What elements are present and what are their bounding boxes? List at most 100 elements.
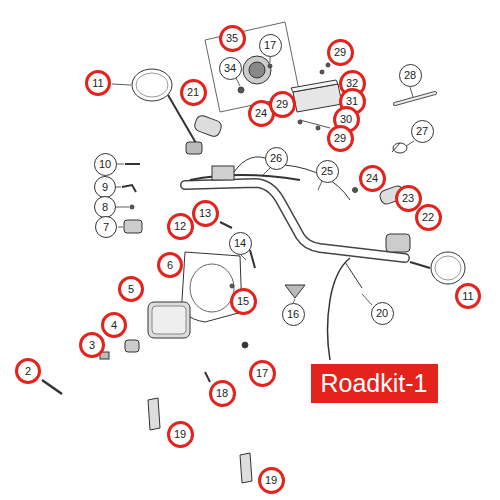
- callout-circle: 3: [79, 332, 105, 358]
- callout-circle: 7: [95, 216, 117, 238]
- part-9: [122, 185, 136, 192]
- headlight-lens: [152, 306, 186, 334]
- callout-number: 15: [237, 296, 249, 307]
- callout-circle: 35: [219, 25, 246, 52]
- handlebar-fill: [185, 183, 405, 258]
- callout-number: 28: [404, 70, 416, 81]
- callout-number: 27: [416, 126, 428, 137]
- callout-number: 26: [270, 153, 282, 164]
- callout-circle: 8: [94, 196, 116, 218]
- callout-circle: 27: [411, 120, 434, 143]
- callout-number: 22: [422, 212, 434, 223]
- bucket-ring: [190, 264, 234, 312]
- callout-circle: 12: [167, 213, 194, 240]
- callout-circle: 28: [399, 64, 422, 87]
- screw: [316, 126, 320, 130]
- mirror-glass: [435, 256, 461, 280]
- callout-number: 3: [89, 340, 95, 351]
- callout-number: 30: [340, 114, 352, 125]
- left-switch: [193, 114, 223, 138]
- strap-30: [300, 120, 330, 128]
- bracket-19: [240, 453, 252, 483]
- callout-circle: 18: [209, 380, 236, 407]
- callout-circle: 19: [258, 467, 285, 494]
- callout-circle: 11: [85, 70, 111, 96]
- callout-circle: 22: [415, 204, 442, 231]
- handlebar: [185, 183, 405, 258]
- callout-number: 29: [334, 47, 346, 58]
- callout-number: 11: [462, 291, 473, 302]
- part-16: [285, 285, 305, 298]
- mirror-glass: [136, 73, 168, 97]
- callout-circle: 15: [230, 288, 257, 315]
- callout-number: 29: [276, 99, 288, 110]
- bulb: [125, 340, 139, 352]
- callout-number: 32: [346, 78, 358, 89]
- callout-number: 24: [366, 173, 378, 184]
- callout-circle: 10: [94, 153, 117, 176]
- bar-28: [395, 93, 435, 104]
- nut: [238, 87, 244, 93]
- pin-13: [220, 222, 232, 228]
- horn-center: [249, 62, 265, 78]
- clamp-27: [393, 143, 407, 153]
- callout-number: 24: [255, 108, 267, 119]
- screw: [326, 63, 330, 67]
- clamp-27-tab: [392, 143, 400, 152]
- headlight: [148, 302, 190, 338]
- callout-number: 29: [334, 133, 346, 144]
- callout-number: 16: [287, 309, 299, 320]
- callout-circle: 13: [192, 200, 219, 227]
- callout-number: 21: [187, 87, 199, 98]
- callout-number: 8: [102, 202, 108, 213]
- horn-plate: [205, 22, 300, 112]
- callout-circle: 6: [157, 252, 183, 278]
- callout-circle: 9: [94, 176, 116, 198]
- callout-number: 9: [102, 182, 108, 193]
- cable-20-end: [345, 262, 362, 288]
- mirror-left: [132, 69, 172, 101]
- cable-20: [328, 258, 351, 360]
- callout-number: 19: [265, 475, 277, 486]
- callout-number: 7: [103, 222, 109, 233]
- callout-circle: 19: [167, 421, 194, 448]
- callout-circle: 17: [259, 34, 282, 57]
- screw-14: [250, 250, 255, 268]
- switch-7: [124, 220, 142, 233]
- screw-10: [125, 163, 140, 165]
- callout-number: 13: [199, 208, 211, 219]
- mirror-right: [431, 252, 465, 284]
- callout-circle: 5: [118, 276, 144, 302]
- horn: [243, 56, 271, 84]
- nut: [268, 64, 272, 68]
- brake-lever: [190, 175, 300, 180]
- callout-number: 12: [174, 221, 186, 232]
- kit-label-box: Roadkit-1: [311, 364, 438, 403]
- headlight-bucket: [182, 252, 242, 322]
- washer-8: [130, 205, 134, 209]
- callout-circle: 23: [395, 185, 422, 212]
- switch-lower: [186, 142, 202, 154]
- kit-label: Roadkit-1: [321, 371, 428, 396]
- screw-18: [205, 372, 210, 382]
- callout-circle: 25: [316, 160, 339, 183]
- callout-number: 11: [92, 78, 103, 89]
- callout-number: 5: [128, 284, 134, 295]
- callout-circle: 29: [269, 91, 296, 118]
- callout-number: 14: [234, 238, 246, 249]
- screw: [320, 70, 324, 74]
- callout-number: 20: [376, 308, 388, 319]
- bar-28-hi: [395, 93, 435, 104]
- callout-number: 35: [226, 33, 238, 44]
- callout-number: 31: [346, 96, 358, 107]
- callout-circle: 2: [15, 358, 41, 384]
- callout-number: 23: [402, 193, 414, 204]
- callout-circle: 21: [180, 79, 207, 106]
- callout-circle: 29: [327, 39, 354, 66]
- callout-circle: 16: [282, 303, 305, 326]
- callout-number: 4: [111, 320, 117, 331]
- callout-number: 34: [224, 63, 236, 74]
- callout-circle: 4: [101, 312, 127, 338]
- callout-circle: 20: [371, 302, 394, 325]
